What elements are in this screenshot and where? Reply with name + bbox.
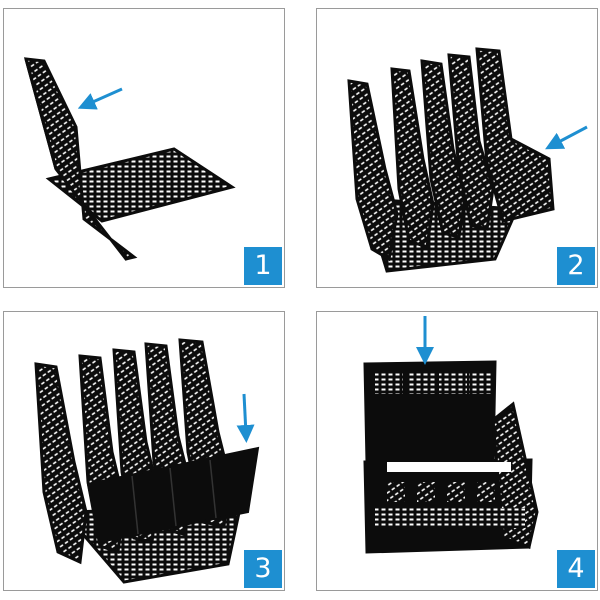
step-panel-4: 4 [316,311,598,591]
step-number-badge: 4 [557,550,595,588]
step-number-badge: 3 [244,550,282,588]
step-number-badge: 1 [244,247,282,285]
organizer-illustration [363,316,539,554]
step-panel-2: 2 [316,8,598,288]
organizer-illustration [34,338,260,584]
arrow-icon [545,125,588,150]
step-panel-3: 3 [3,311,285,591]
organizer-illustration [347,47,588,273]
organizer-illustration [23,57,236,261]
step-panel-1: 1 [3,8,285,288]
arrow-icon [77,87,123,110]
step-number-badge: 2 [557,247,595,285]
arrow-icon [236,393,255,443]
